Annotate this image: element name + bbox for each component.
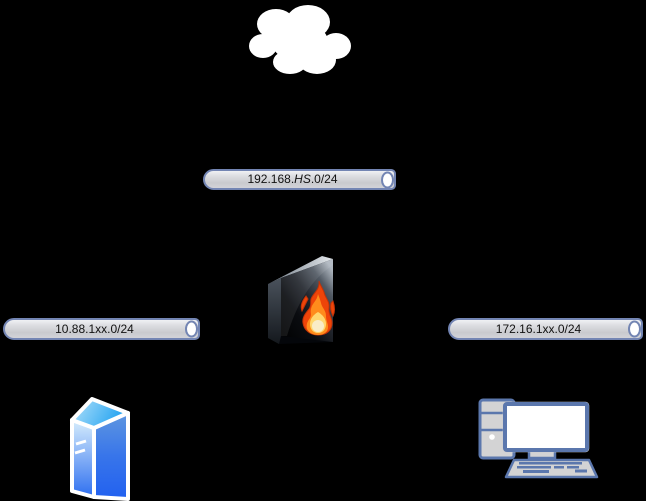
network-label-right: 172.16.1xx.0/24	[495, 322, 582, 336]
network-label-left: 10.88.1xx.0/24	[55, 322, 134, 336]
network-label-wan: 192.168.HS.0/24	[205, 171, 380, 188]
pipe-end-cap	[628, 320, 641, 338]
workstation-monitor	[502, 401, 590, 460]
firewall-icon	[268, 256, 335, 344]
pipe-end-cap	[381, 171, 394, 188]
network-segment-right: 172.16.1xx.0/24	[448, 318, 643, 340]
network-segment-left: 10.88.1xx.0/24	[3, 318, 200, 340]
wan-label-part3: .0/24	[310, 172, 338, 186]
pipe-end-cap	[185, 320, 198, 338]
wan-label-part1: 192.168.	[247, 172, 295, 186]
server-icon	[70, 397, 130, 501]
network-segment-wan: 192.168.HS.0/24	[203, 169, 396, 190]
workstation-icon	[478, 398, 599, 479]
flame-icon	[300, 280, 335, 336]
wan-label-part2-italic: HS	[294, 172, 311, 186]
workstation-keyboard	[504, 458, 599, 479]
server-vent-lines	[74, 439, 87, 455]
cloud-icon	[249, 5, 351, 74]
